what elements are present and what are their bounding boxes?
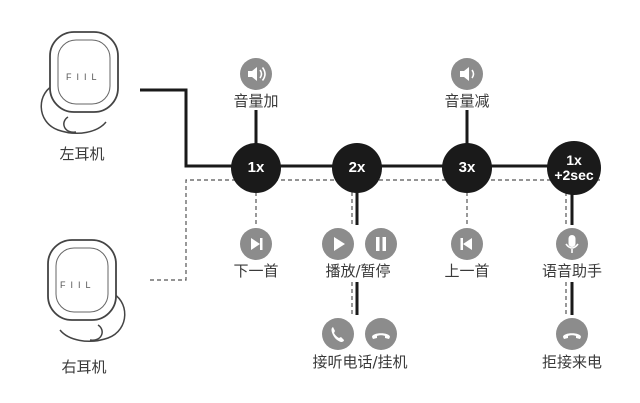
phone-answer-icon: [322, 318, 354, 350]
tap-3x-label: 3x: [458, 159, 476, 177]
phone-hangup-icon: [365, 318, 397, 350]
reject-call-label: 拒接来电: [541, 353, 603, 371]
tap-2x-node: 2x: [332, 143, 382, 193]
left-earbud-brand-mark: FIIL: [66, 72, 102, 82]
tap-2x-label: 2x: [348, 159, 366, 177]
reject-call-icon: [556, 318, 588, 350]
tap-3x-node: 3x: [442, 143, 492, 193]
tap-hold-line2: +2sec: [554, 167, 594, 183]
volume-up-label: 音量加: [233, 92, 279, 110]
tap-hold-node: 1x +2sec: [547, 141, 601, 195]
pause-icon: [365, 228, 397, 260]
play-pause-label: 播放/暂停: [325, 262, 391, 280]
speaker-quiet-icon: [451, 58, 483, 90]
skip-next-icon: [240, 228, 272, 260]
right-earbud-label: 右耳机: [61, 358, 107, 376]
volume-down-label: 音量减: [444, 92, 490, 110]
voice-assistant-label: 语音助手: [541, 262, 603, 280]
speaker-loud-icon: [240, 58, 272, 90]
play-icon: [322, 228, 354, 260]
next-track-label: 下一首: [233, 262, 279, 280]
tap-1x-node: 1x: [231, 143, 281, 193]
prev-track-label: 上一首: [444, 262, 490, 280]
right-earbud-brand-mark: FIIL: [60, 280, 96, 290]
microphone-icon: [556, 228, 588, 260]
left-earbud-label: 左耳机: [59, 145, 105, 163]
tap-hold-line1: 1x: [566, 152, 582, 169]
tap-1x-label: 1x: [247, 159, 265, 177]
right-earbud-illustration: [47, 239, 126, 342]
skip-previous-icon: [451, 228, 483, 260]
left-earbud-illustration: [40, 31, 119, 134]
answer-hangup-label: 接听电话/挂机: [312, 353, 408, 371]
